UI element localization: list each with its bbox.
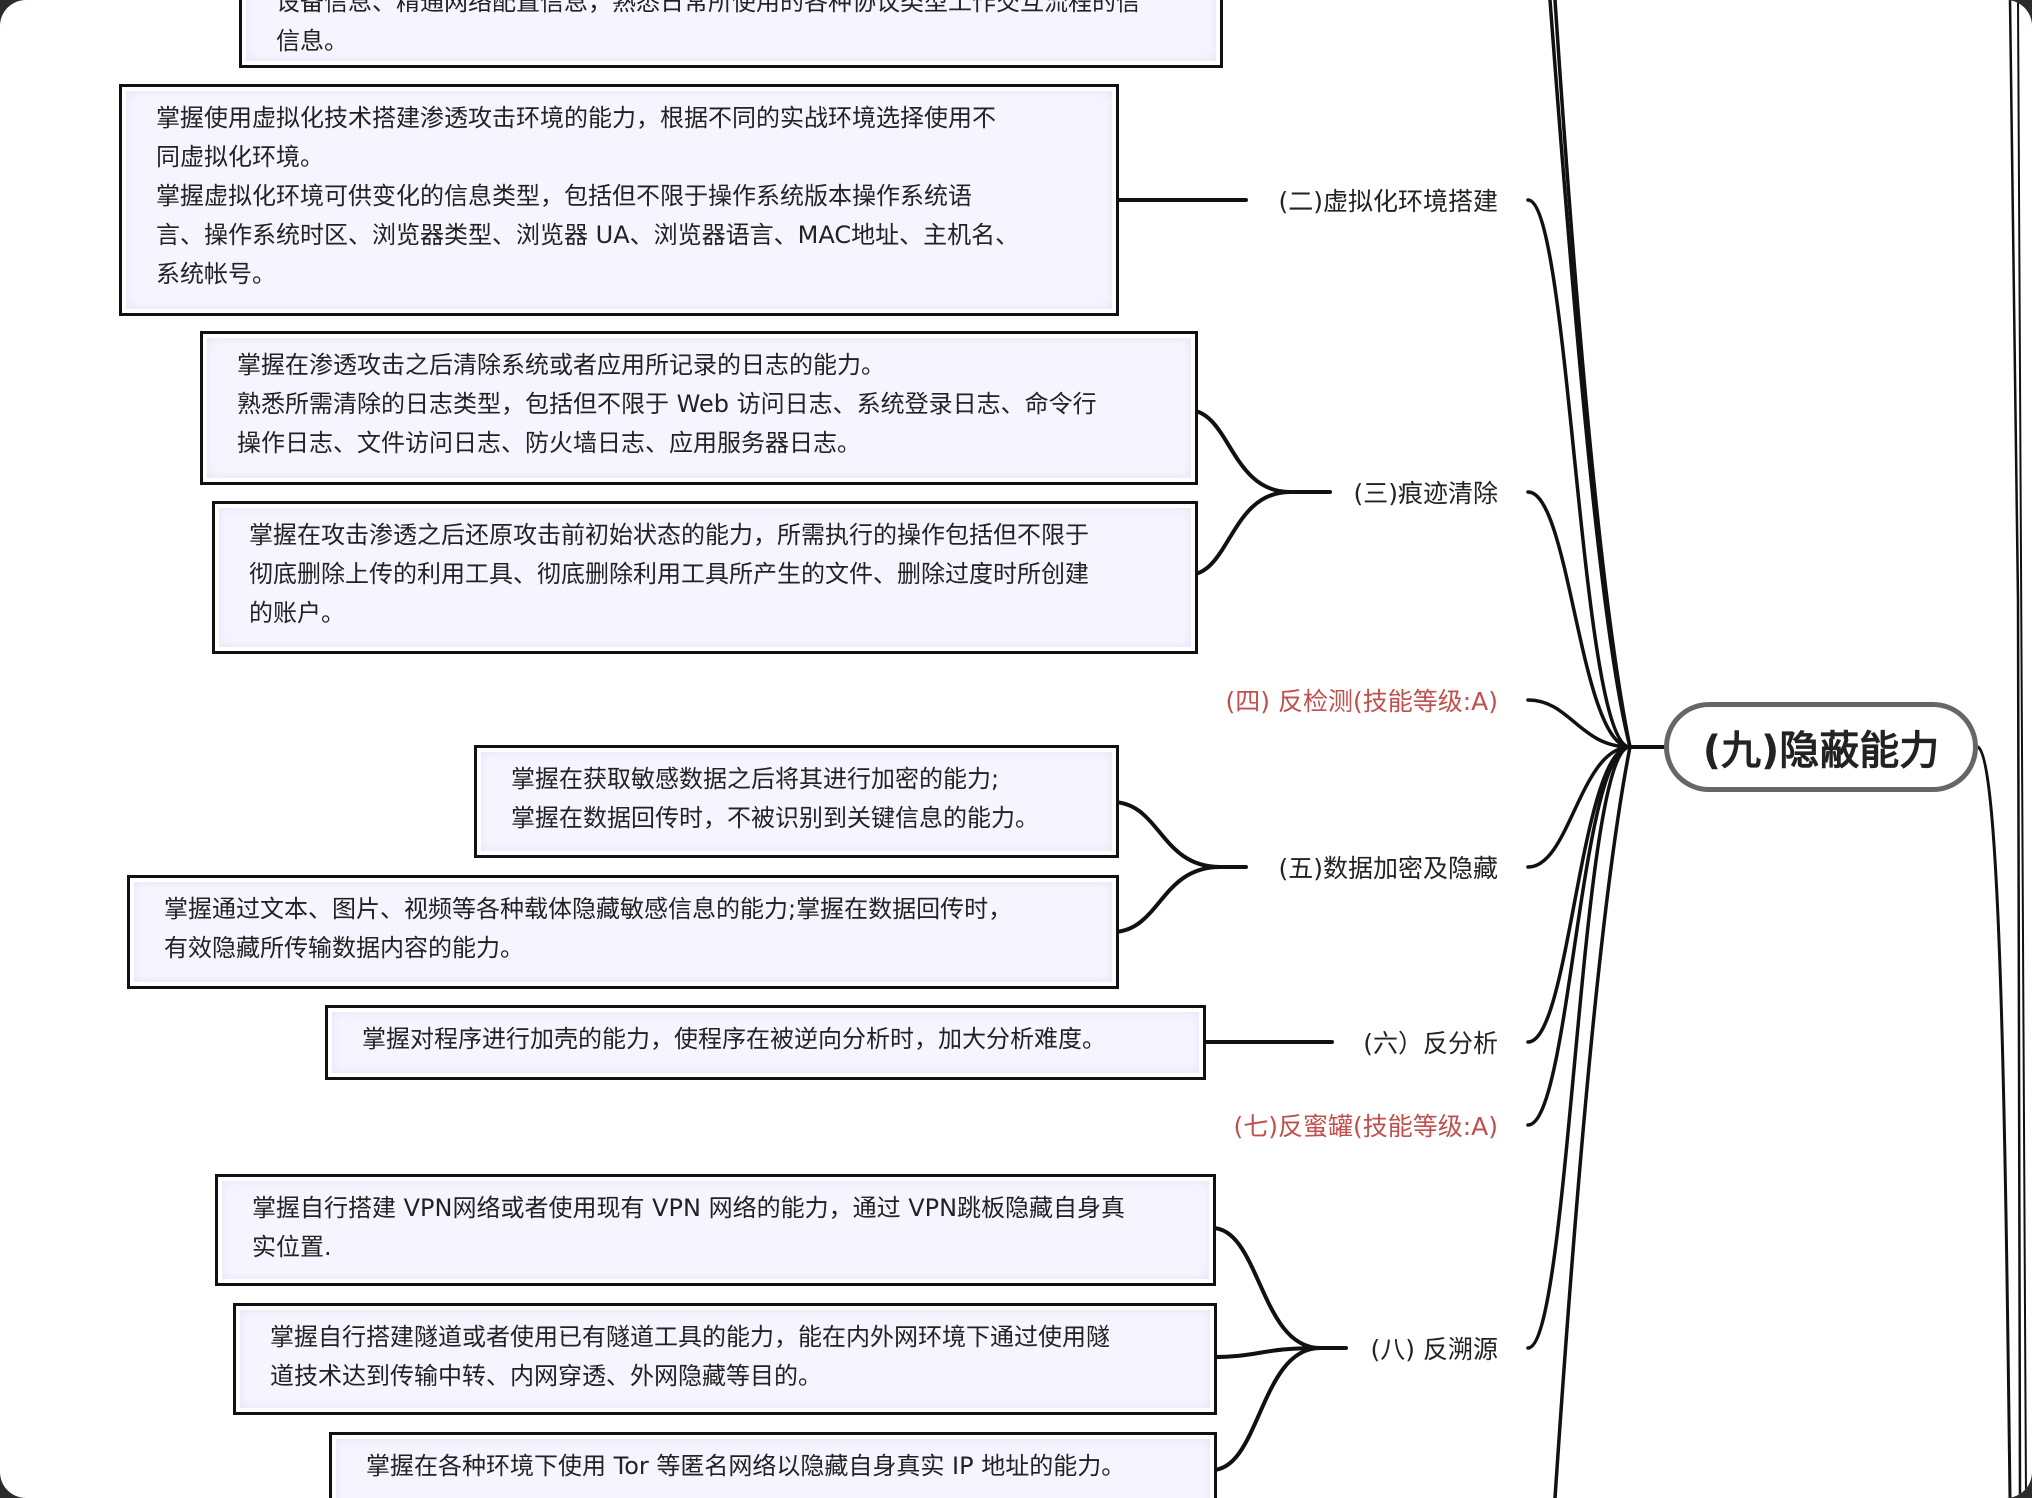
box-line: 言、操作系统时区、浏览器类型、浏览器 UA、浏览器语言、MAC地址、主机名、 [156,221,1020,249]
central-topic-label: (九)隐蔽能力 [1702,728,1940,774]
branch-connector [1526,745,1632,1350]
packer-box[interactable]: 掌握对程序进行加壳的能力，使程序在被逆向分析时，加大分析难度。 [325,1005,1206,1080]
branch-connector [1553,745,1632,1498]
branch-connector [1526,745,1632,1044]
box-line: 掌握自行搭建隧道或者使用已有隧道工具的能力，能在内外网环境下通过使用隧 [270,1323,1110,1351]
edge-line [2008,0,2022,1498]
label-connector [1186,408,1332,577]
branch-connector [1526,490,1632,749]
vpn-box[interactable]: 掌握自行搭建 VPN网络或者使用现有 VPN 网络的能力，通过 VPN跳板隐藏自… [215,1174,1216,1286]
log-clear-box[interactable]: 掌握在渗透攻击之后清除系统或者应用所记录的日志的能力。 熟悉所需清除的日志类型，… [200,331,1198,485]
data-encrypt-box[interactable]: 掌握在获取敏感数据之后将其进行加密的能力; 掌握在数据回传时，不被识别到关键信息… [474,745,1119,858]
box-line: 有效隐藏所传输数据内容的能力。 [164,934,524,962]
box-line: 实位置. [252,1233,332,1261]
tor-box[interactable]: 掌握在各种环境下使用 Tor 等匿名网络以隐藏自身真实 IP 地址的能力。 [329,1432,1217,1498]
box-line: 掌握在各种环境下使用 Tor 等匿名网络以隐藏自身真实 IP 地址的能力。 [366,1452,1126,1480]
box-line: 掌握在获取敏感数据之后将其进行加密的能力; [511,765,1000,793]
branch-trace-clear[interactable]: (三)痕迹清除 [1353,479,1498,508]
edge-line [2017,0,2027,1498]
branch-anti-trace[interactable]: (八) 反溯源 [1370,1335,1498,1364]
box-line: 设备信息、精通网络配置信息，熟悉日常所使用的各种协议类型工作交互流程的信 [276,0,1140,16]
box-line: 彻底删除上传的利用工具、彻底删除利用工具所产生的文件、删除过度时所创建 [249,560,1089,588]
label-connector [1210,1226,1348,1472]
box-line: 掌握在攻击渗透之后还原攻击前初始状态的能力，所需执行的操作包括但不限于 [249,521,1089,549]
box-line: 掌握使用虚拟化技术搭建渗透攻击环境的能力，根据不同的实战环境选择使用不 [156,104,996,132]
virtualization-box[interactable]: 掌握使用虚拟化技术搭建渗透攻击环境的能力，根据不同的实战环境选择使用不 同虚拟化… [119,84,1119,316]
box-line: 系统帐号。 [156,260,276,288]
branch-anti-analysis[interactable]: (六）反分析 [1363,1029,1498,1058]
branch-connector [1548,0,1632,749]
branch-virtualization[interactable]: (二)虚拟化环境搭建 [1278,187,1498,216]
edge-line [1976,745,2012,1498]
data-hide-box[interactable]: 掌握通过文本、图片、视频等各种载体隐藏敏感信息的能力;掌握在数据回传时， 有效隐… [127,875,1119,989]
box-line: 掌握对程序进行加壳的能力，使程序在被逆向分析时，加大分析难度。 [362,1025,1106,1053]
box-line: 掌握在渗透攻击之后清除系统或者应用所记录的日志的能力。 [237,351,885,379]
box-line: 掌握虚拟化环境可供变化的信息类型，包括但不限于操作系统版本操作系统语 [156,182,972,210]
box-line: 熟悉所需清除的日志类型，包括但不限于 Web 访问日志、系统登录日志、命令行 [237,390,1097,418]
branch-anti-detection[interactable]: (四) 反检测(技能等级:A) [1225,687,1499,716]
branch-connector [1526,745,1632,1127]
box-line: 道技术达到传输中转、内网穿透、外网隐藏等目的。 [270,1362,822,1390]
branch-anti-honeypot[interactable]: (七)反蜜罐(技能等级:A) [1233,1112,1498,1141]
box-line: 掌握通过文本、图片、视频等各种载体隐藏敏感信息的能力;掌握在数据回传时， [164,895,1013,923]
central-topic[interactable]: (九)隐蔽能力 [1664,702,1978,792]
box-line: 掌握在数据回传时，不被识别到关键信息的能力。 [511,804,1039,832]
tunnel-box[interactable]: 掌握自行搭建隧道或者使用已有隧道工具的能力，能在内外网环境下通过使用隧 道技术达… [233,1303,1217,1415]
label-connector [1110,800,1248,934]
box-line: 掌握自行搭建 VPN网络或者使用现有 VPN 网络的能力，通过 VPN跳板隐藏自… [252,1194,1126,1222]
box-line: 同虚拟化环境。 [156,143,324,171]
top-partial-box[interactable]: 设备信息、精通网络配置信息，熟悉日常所使用的各种协议类型工作交互流程的信 信息。 [239,0,1223,68]
branch-connector [1526,745,1632,869]
box-line: 操作日志、文件访问日志、防火墙日志、应用服务器日志。 [237,429,861,457]
restore-state-box[interactable]: 掌握在攻击渗透之后还原攻击前初始状态的能力，所需执行的操作包括但不限于 彻底删除… [212,501,1198,654]
box-line: 信息。 [276,27,348,55]
box-line: 的账户。 [249,599,345,627]
branch-connector [1526,198,1632,749]
branch-data-hiding[interactable]: (五)数据加密及隐藏 [1278,854,1498,883]
branch-connector [1526,698,1632,749]
